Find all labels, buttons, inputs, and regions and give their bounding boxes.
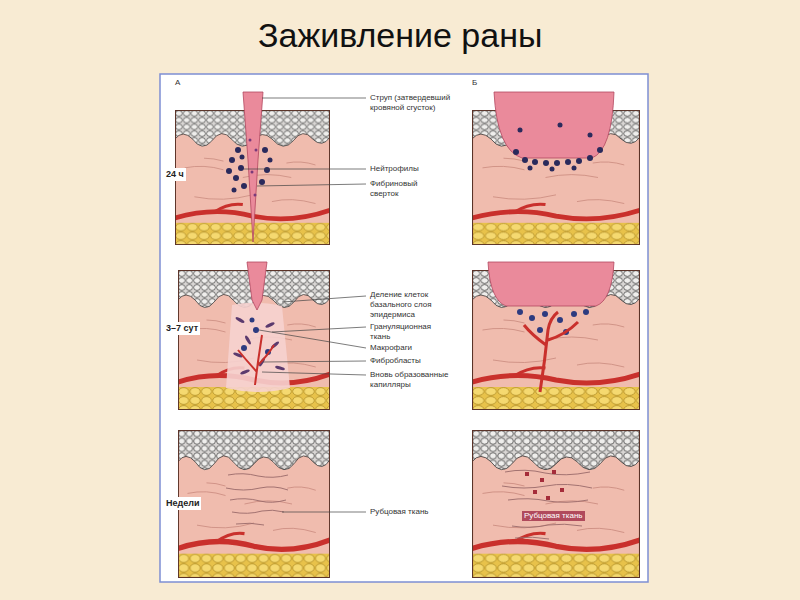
callout-label: Деление клеток базального слоя эпидермис… (370, 290, 450, 320)
tissue-label: Рубцовая ткань (522, 511, 585, 521)
leader-lines (244, 98, 366, 512)
slide-title: Заживление раны (258, 16, 542, 55)
panel-letter: А (175, 78, 180, 88)
callout-label: Струп (затвердевший кровяной сгусток) (370, 93, 452, 113)
panel-b-weeks (472, 430, 640, 578)
callout-label: Фибробласты (370, 356, 452, 366)
panel-b-3-7-days (472, 262, 640, 410)
panel-a-24h (175, 92, 330, 245)
panel-a-3-7-days (178, 262, 330, 410)
callout-label: Грануляционная ткань (370, 322, 440, 342)
panel-letter: Б (472, 78, 477, 88)
callout-label: Нейтрофилы (370, 164, 452, 174)
time-label: 24 ч (164, 168, 186, 181)
panel-b-24h (472, 92, 640, 245)
time-label: Недели (164, 497, 201, 510)
callout-label: Фибриновый сверток (370, 179, 430, 199)
callout-label: Макрофаги (370, 343, 452, 353)
callout-label: Вновь образованные капилляры (370, 370, 450, 390)
time-label: 3–7 сут (164, 322, 200, 335)
slide-frame (160, 74, 648, 582)
callout-label: Рубцовая ткань (370, 507, 452, 517)
